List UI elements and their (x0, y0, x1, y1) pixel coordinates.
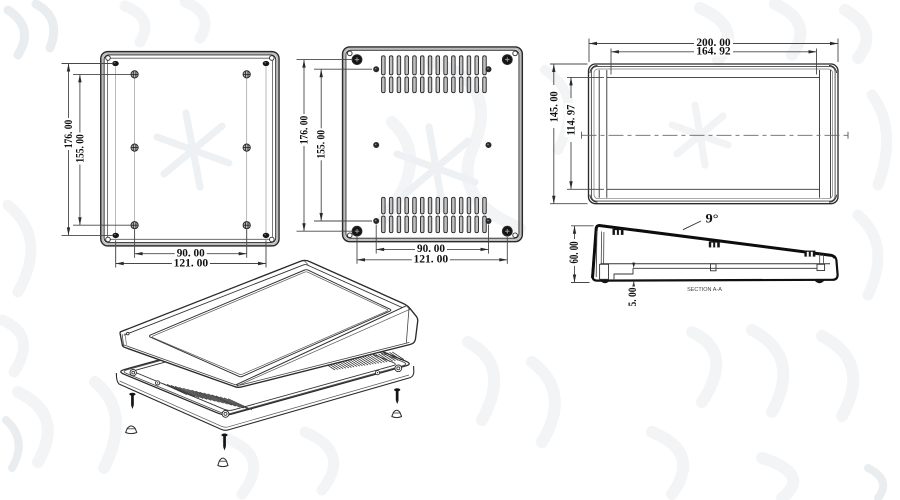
svg-text:121. 00: 121. 00 (174, 257, 209, 269)
svg-text:145. 00: 145. 00 (546, 91, 560, 122)
svg-text:155. 00: 155. 00 (73, 134, 87, 163)
svg-text:90. 00: 90. 00 (177, 247, 205, 259)
svg-text:121. 00: 121. 00 (414, 254, 449, 266)
svg-text:155. 00: 155. 00 (314, 130, 328, 159)
svg-text:SECTION A-A: SECTION A-A (687, 287, 722, 293)
svg-text:200. 00: 200. 00 (696, 37, 731, 49)
svg-text:176. 00: 176. 00 (297, 116, 311, 145)
svg-text:90. 00: 90. 00 (417, 243, 445, 255)
svg-text:5. 00: 5. 00 (627, 287, 639, 306)
svg-text:114. 97: 114. 97 (564, 105, 578, 136)
svg-text:176. 00: 176. 00 (61, 120, 75, 149)
svg-text:9°: 9° (706, 211, 719, 226)
svg-text:60. 00: 60. 00 (567, 242, 581, 264)
svg-text:164. 92: 164. 92 (696, 45, 731, 57)
